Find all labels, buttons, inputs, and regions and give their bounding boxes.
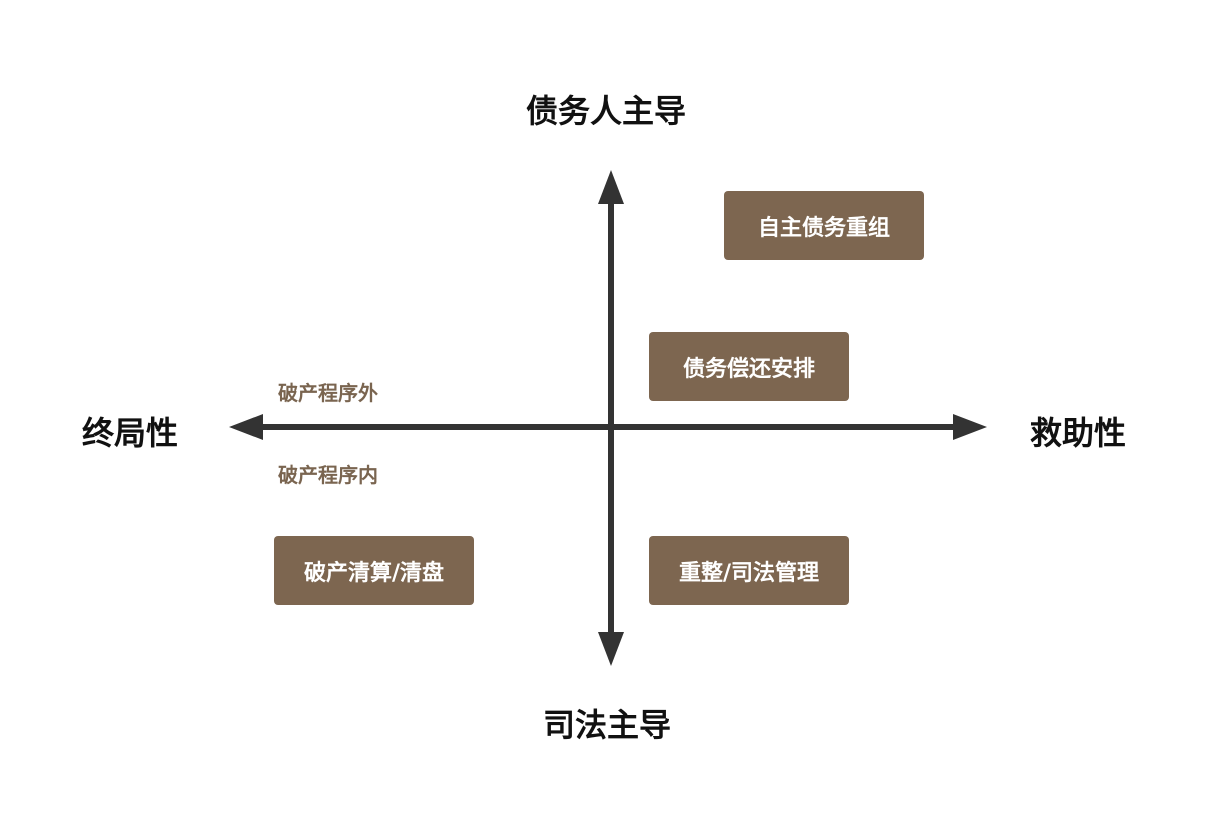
arrow-up-icon <box>598 170 624 204</box>
box-liquidation: 破产清算/清盘 <box>274 536 474 605</box>
region-label-outside: 破产程序外 <box>278 381 378 405</box>
axis-label-top: 债务人主导 <box>526 92 687 130</box>
arrow-right-icon <box>953 414 987 440</box>
arrow-down-icon <box>598 632 624 666</box>
box-reorganization: 重整/司法管理 <box>649 536 849 605</box>
axis-label-right: 救助性 <box>1030 414 1127 452</box>
arrow-left-icon <box>229 414 263 440</box>
axis-label-bottom: 司法主导 <box>543 706 672 744</box>
box-self-restructuring: 自主债务重组 <box>724 191 924 260</box>
box-repayment-arrangement: 债务偿还安排 <box>649 332 849 401</box>
region-label-inside: 破产程序内 <box>278 463 378 487</box>
axis-label-left: 终局性 <box>82 414 179 452</box>
